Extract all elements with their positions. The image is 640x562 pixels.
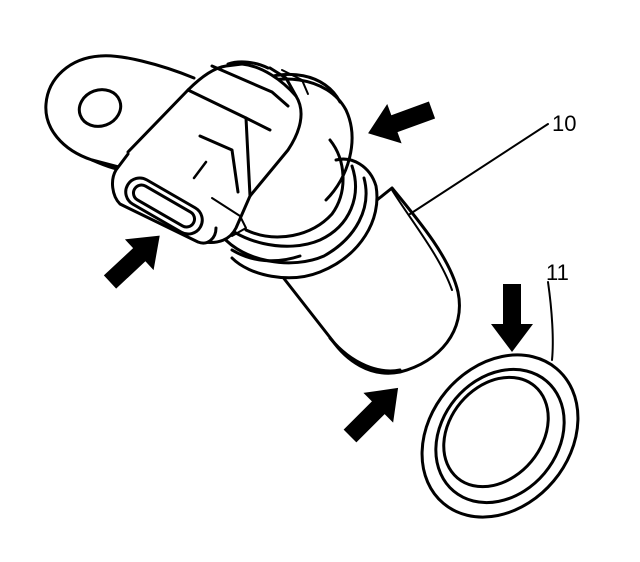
o-ring (420, 353, 580, 519)
callout-label-11: 11 (546, 260, 569, 285)
mounting-tab (44, 54, 196, 172)
mounting-hole (77, 88, 123, 128)
callout-10-leader (409, 123, 549, 215)
connector-plug (111, 152, 218, 245)
arrow-icon (343, 387, 399, 443)
arrow-icon (103, 235, 160, 289)
callout-11-leader (547, 281, 554, 361)
sensor-flange (212, 72, 379, 280)
arrow-icon (368, 101, 436, 144)
arrow-icon (491, 284, 533, 352)
callout-label-10: 10 (552, 111, 577, 136)
sensor-body (280, 186, 461, 375)
